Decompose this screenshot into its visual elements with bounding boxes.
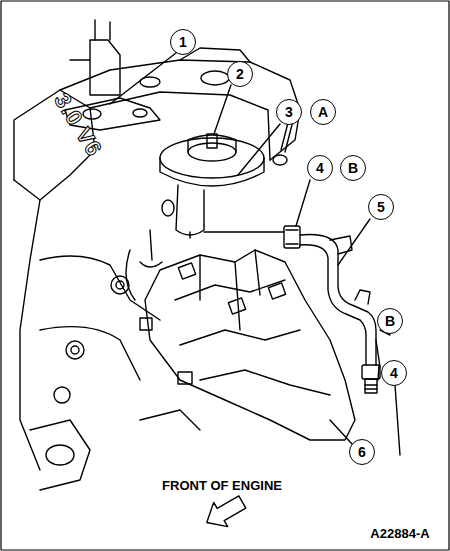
figure-number: A22884-A	[368, 526, 431, 541]
engine-casting-text: 3.0 V6	[49, 89, 108, 162]
callout-number: 1	[170, 29, 196, 55]
callout-letter: B	[340, 155, 366, 181]
callout-letter: B	[377, 308, 403, 334]
callout-number: 4	[307, 155, 333, 181]
callout-number: 3	[276, 99, 302, 125]
callout-number: 6	[349, 439, 375, 465]
orientation-note: FRONT OF ENGINE	[160, 478, 284, 493]
callout-number: 2	[227, 61, 253, 87]
callout-number: 5	[368, 194, 394, 220]
callout-letter: A	[310, 99, 336, 125]
callout-number: 4	[381, 360, 407, 386]
